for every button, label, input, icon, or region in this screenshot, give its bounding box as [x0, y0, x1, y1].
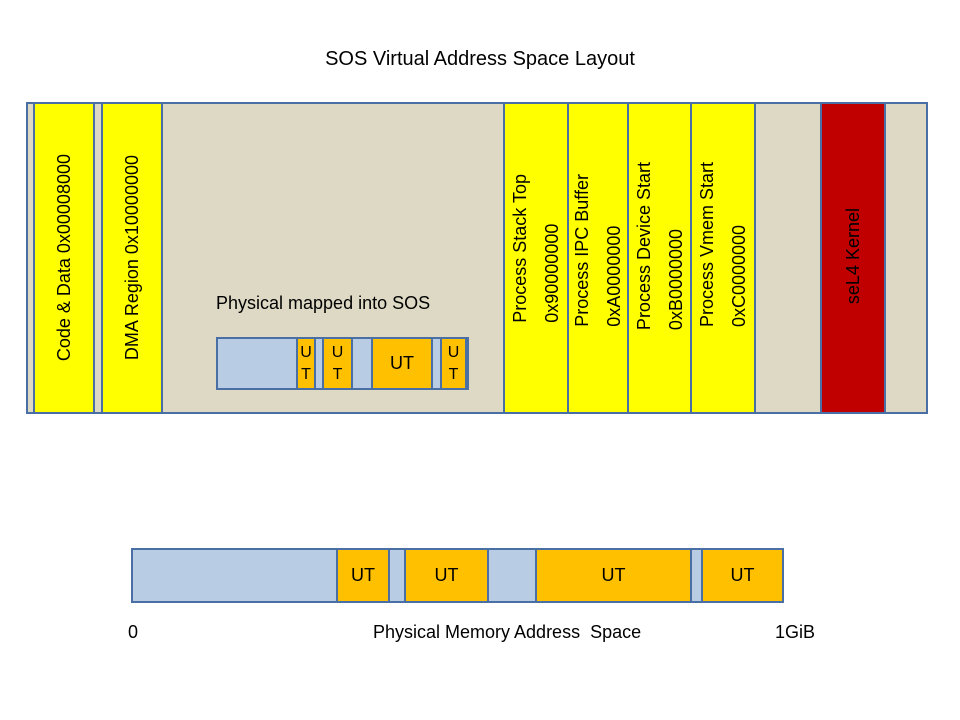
process-ipc-buffer-region: Process IPC Buffer 0xA0000000 [567, 102, 629, 414]
process-ipc-buffer-label: Process IPC Buffer 0xA0000000 [572, 174, 624, 327]
virtual-address-space-bar [26, 102, 928, 414]
code-data-label: Code & Data 0x00008000 [53, 154, 74, 362]
mapped-ut-block-4: U T [440, 337, 467, 390]
process-vmem-start-label: Process Vmem Start 0xC0000000 [697, 162, 749, 328]
physical-ut-block-1: UT [336, 548, 390, 603]
dma-region: DMA Region 0x10000000 [101, 102, 163, 414]
process-stack-top-region: Process Stack Top 0x90000000 [503, 102, 569, 414]
physical-ut-block-4: UT [701, 548, 784, 603]
process-device-start-region: Process Device Start 0xB0000000 [627, 102, 692, 414]
physical-end-label: 1GiB [775, 622, 816, 642]
physical-ut-block-3: UT [535, 548, 692, 603]
diagram-title: SOS Virtual Address Space Layout [325, 48, 635, 70]
process-vmem-start-region: Process Vmem Start 0xC0000000 [690, 102, 756, 414]
mapped-ut-block-1: U T [296, 337, 316, 390]
sel4-kernel-region: seL4 Kernel [820, 102, 886, 414]
physical-ut-block-2: UT [404, 548, 489, 603]
code-data-region: Code & Data 0x00008000 [33, 102, 95, 414]
mapped-ut-block-3: UT [371, 337, 433, 390]
physical-axis-label: Physical Memory Address Space [373, 622, 642, 642]
dma-region-label: DMA Region 0x10000000 [121, 155, 142, 361]
mapped-ut-block-2: U T [322, 337, 353, 390]
physical-start-label: 0 [128, 622, 139, 642]
sel4-kernel-label: seL4 Kernel [842, 208, 863, 305]
process-stack-top-label: Process Stack Top 0x90000000 [510, 174, 562, 323]
process-device-start-label: Process Device Start 0xB0000000 [633, 162, 686, 331]
physical-mapped-label: Physical mapped into SOS [216, 293, 431, 313]
